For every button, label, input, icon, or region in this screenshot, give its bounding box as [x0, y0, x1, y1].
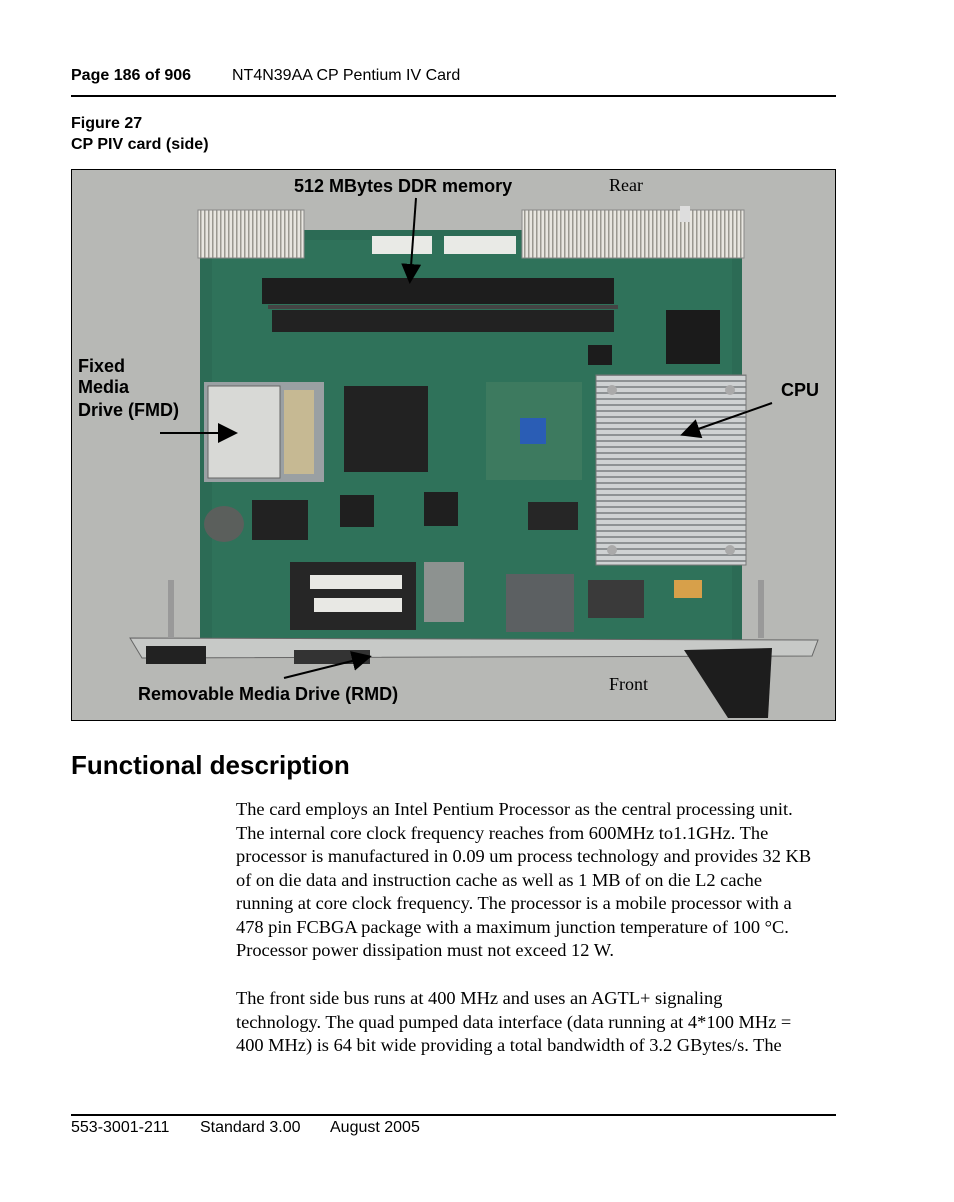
figure-number: Figure 27 — [71, 115, 143, 132]
page-number: Page 186 of 906 — [71, 67, 192, 84]
rmd-arrow — [283, 651, 372, 679]
front-label: Front — [609, 674, 648, 694]
card-photo-illustration: 512 MBytes DDR memory Rear Fixed Media D… — [72, 170, 835, 720]
paragraph-line: The front side bus runs at 400 MHz and u… — [236, 988, 723, 1008]
cpu-arrow — [680, 402, 773, 439]
rear-label: Rear — [609, 175, 643, 195]
paragraph-line: The card employs an Intel Pentium Proces… — [236, 799, 793, 819]
fmd-callout-line2: Media — [78, 377, 130, 397]
card-photo: 512 MBytes DDR memory Rear Fixed Media D… — [71, 169, 836, 721]
footer-rule — [71, 1114, 836, 1116]
memory-callout: 512 MBytes DDR memory — [294, 176, 512, 196]
memory-arrow — [401, 197, 422, 284]
document-title: NT4N39AA CP Pentium IV Card — [232, 67, 461, 84]
paragraph-line: Processor power dissipation must not exc… — [236, 940, 614, 960]
header-rule — [71, 95, 836, 97]
paragraph-line: 478 pin FCBGA package with a maximum jun… — [236, 916, 789, 937]
paragraph-line: running at core clock frequency. The pro… — [236, 893, 792, 913]
body-paragraph-1: The card employs an Intel Pentium Proces… — [236, 798, 841, 963]
paragraph-line: technology. The quad pumped data interfa… — [236, 1011, 792, 1032]
fmd-callout-line1: Fixed — [78, 356, 125, 376]
body-paragraph-2: The front side bus runs at 400 MHz and u… — [236, 987, 841, 1058]
paragraph-line: The internal core clock frequency reache… — [236, 822, 769, 843]
fmd-callout-line3: Drive (FMD) — [78, 400, 179, 420]
paragraph-line: of on die data and instruction cache as … — [236, 869, 763, 890]
figure-caption: CP PIV card (side) — [71, 136, 209, 153]
footer-doc-number: 553-3001-211 — [71, 1119, 170, 1136]
paragraph-line: processor is manufactured in 0.09 um pro… — [236, 846, 812, 866]
footer-date: August 2005 — [330, 1119, 420, 1136]
footer-standard: Standard 3.00 — [200, 1119, 301, 1136]
paragraph-line: 400 MHz) is 64 bit wide providing a tota… — [236, 1035, 782, 1055]
rmd-callout: Removable Media Drive (RMD) — [138, 684, 398, 704]
cpu-callout: CPU — [781, 380, 819, 400]
section-heading: Functional description — [71, 750, 350, 780]
